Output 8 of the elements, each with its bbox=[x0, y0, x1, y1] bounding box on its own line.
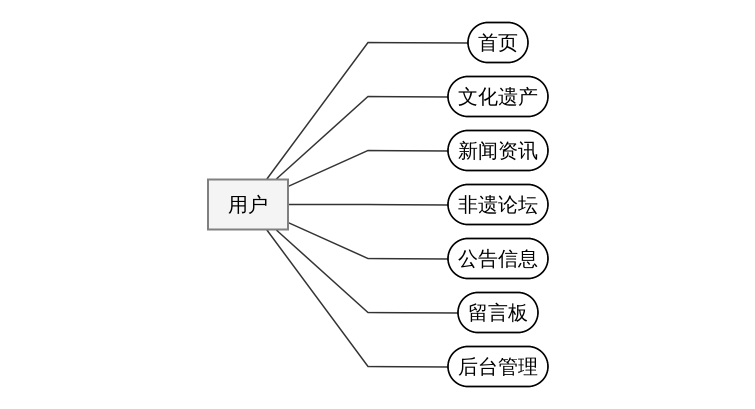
connector bbox=[287, 222, 448, 260]
connector bbox=[265, 42, 468, 180]
connector bbox=[288, 204, 448, 206]
connector bbox=[274, 228, 458, 314]
connector bbox=[287, 150, 448, 188]
connector bbox=[274, 96, 448, 180]
connector bbox=[265, 229, 448, 368]
node-box: 用户 bbox=[206, 178, 289, 230]
